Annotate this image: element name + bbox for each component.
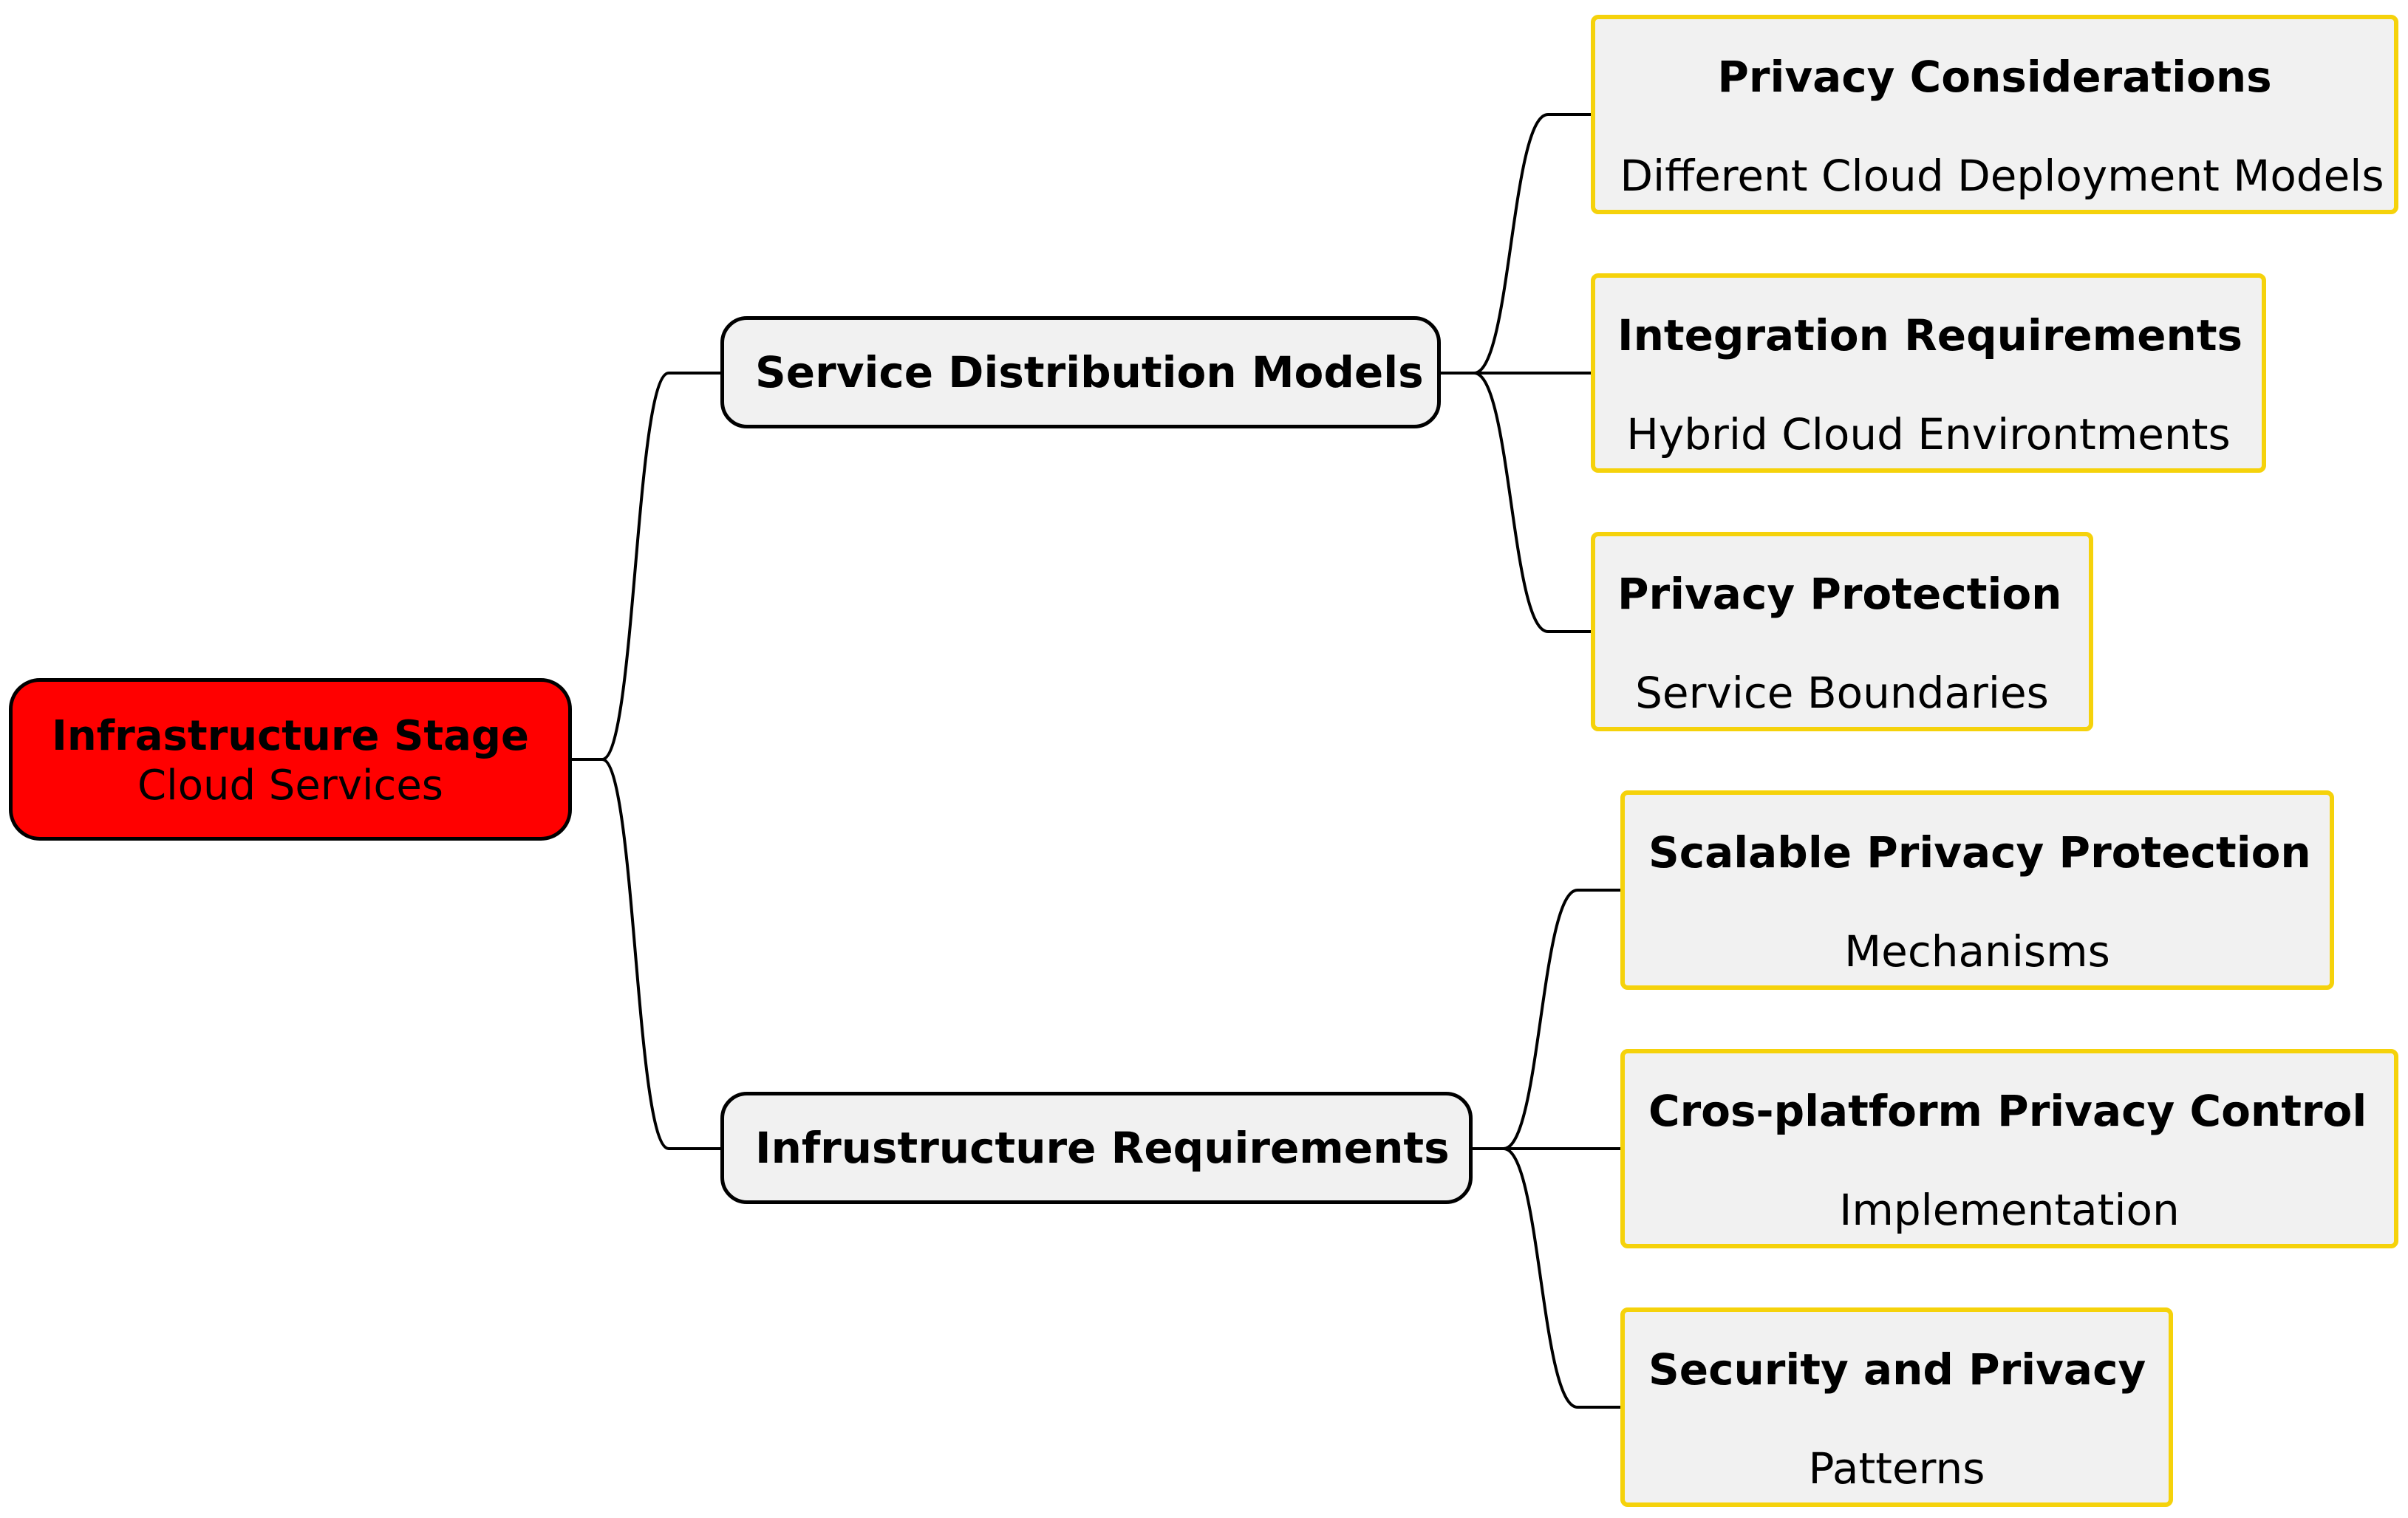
- leaf-node-scalable-privacy-protection: Scalable Privacy Protection Mechanisms: [1620, 790, 2334, 990]
- leaf-detail: Hybrid Cloud Environtments: [1626, 409, 2231, 459]
- leaf-node-privacy-protection: Privacy Protection Service Boundaries: [1591, 532, 2093, 731]
- leaf-detail: Mechanisms: [1844, 926, 2110, 977]
- root-node: Infrastructure Stage Cloud Services: [9, 678, 572, 841]
- leaf-title: Privacy Protection: [1617, 569, 2062, 619]
- leaf-detail: Implementation: [1839, 1185, 2180, 1235]
- branch-node-service-distribution: Service Distribution Models: [720, 316, 1441, 428]
- connector-branch-2-to-leaf-4: [1473, 889, 1620, 1150]
- leaf-node-cross-platform-privacy-control: Cros-platform Privacy Control Implementa…: [1620, 1049, 2398, 1248]
- branch-label: Service Distribution Models: [755, 347, 1424, 397]
- leaf-title: Security and Privacy: [1648, 1344, 2146, 1395]
- leaf-node-integration-requirements: Integration Requirements Hybrid Cloud En…: [1591, 273, 2266, 473]
- connector-root-to-branch-2: [572, 758, 720, 1150]
- leaf-node-security-and-privacy: Security and Privacy Patterns: [1620, 1307, 2173, 1507]
- leaf-detail: Service Boundaries: [1635, 668, 2049, 718]
- root-subtitle: Cloud Services: [137, 762, 443, 810]
- leaf-title: Privacy Considerations: [1717, 52, 2272, 102]
- connector-root-to-branch-1: [572, 372, 720, 761]
- leaf-detail: Patterns: [1808, 1443, 1985, 1494]
- branch-label: Infrustructure Requirements: [755, 1123, 1450, 1173]
- root-title: Infrastructure Stage: [52, 712, 529, 760]
- leaf-title: Integration Requirements: [1617, 310, 2243, 360]
- leaf-title: Scalable Privacy Protection: [1648, 827, 2311, 878]
- branch-node-infrastructure-requirements: Infrustructure Requirements: [720, 1092, 1473, 1204]
- leaf-title: Cros-platform Privacy Control: [1648, 1086, 2367, 1136]
- leaf-node-privacy-considerations: Privacy Considerations Different Cloud D…: [1591, 15, 2398, 214]
- leaf-detail: Different Cloud Deployment Models: [1620, 151, 2384, 201]
- connector-branch-1-to-leaf-1: [1441, 113, 1591, 375]
- connector-branch-1-to-leaf-3: [1441, 372, 1591, 633]
- connector-branch-2-to-leaf-6: [1473, 1147, 1620, 1409]
